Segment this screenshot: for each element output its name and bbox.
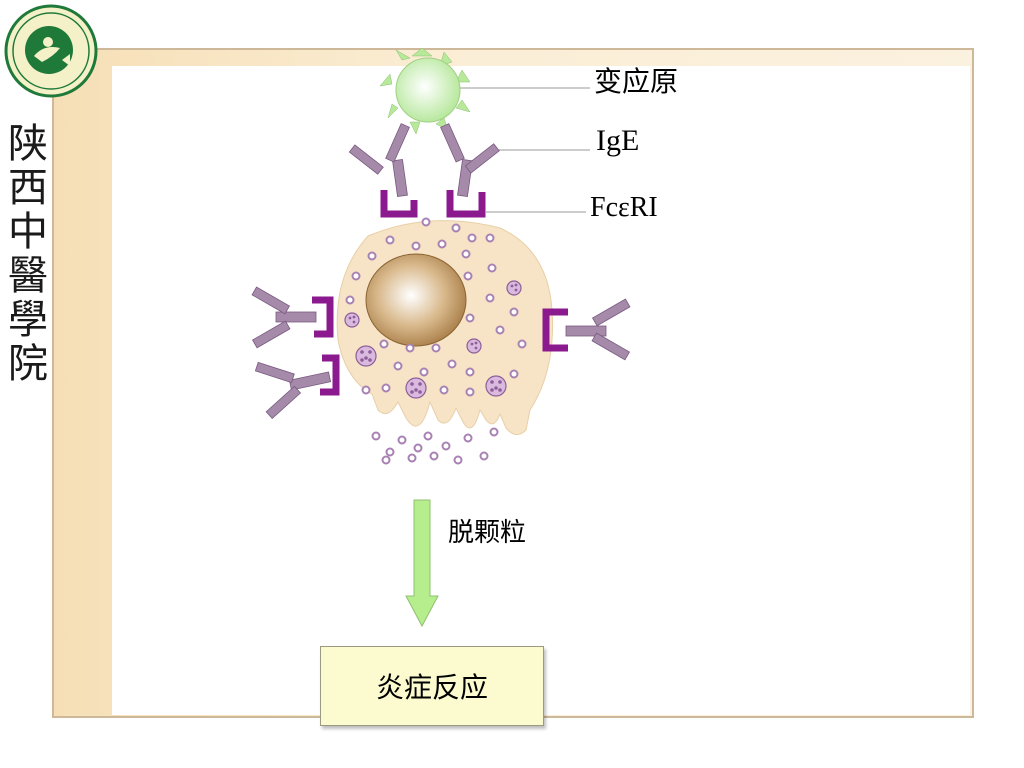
allergen-icon <box>379 47 471 135</box>
degranulation-arrow <box>405 499 439 628</box>
label-ige: IgE <box>596 124 640 157</box>
slide-content-area <box>112 66 970 715</box>
label-fceri: FcεRI <box>590 192 658 223</box>
university-logo <box>4 4 98 98</box>
leader-lines <box>458 87 590 213</box>
institution-title: 陕西中醫學院 <box>1 122 47 386</box>
result-label: 炎症反应 <box>375 671 488 704</box>
fceri-receptors <box>312 190 568 396</box>
nucleus <box>365 253 467 347</box>
released-granules <box>371 427 499 465</box>
ige-antibodies <box>251 123 631 419</box>
inflammation-result-box: 炎症反应 <box>320 646 544 726</box>
label-allergen: 变应原 <box>594 67 679 98</box>
label-degranulation: 脱颗粒 <box>448 518 527 547</box>
granules <box>345 217 527 397</box>
